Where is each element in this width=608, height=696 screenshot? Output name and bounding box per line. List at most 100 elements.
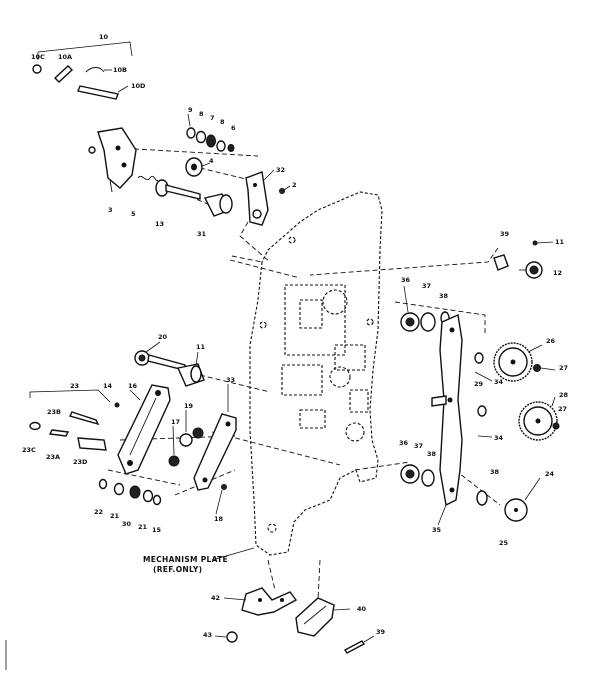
lower-pulley-stack [400, 464, 435, 487]
part-39-top [493, 254, 509, 271]
part-20-shaft [134, 350, 186, 371]
part-26-gear [493, 342, 533, 382]
assembly-lines [107, 147, 501, 601]
part-25-disc [504, 498, 528, 522]
part-27-nut-lower [552, 422, 560, 430]
callout: 6 [231, 124, 236, 132]
callout: 35 [432, 526, 442, 534]
part-31-roller [203, 193, 233, 217]
callout: 11 [196, 343, 206, 351]
callout: 37 [414, 442, 423, 450]
plate-caption-line1: MECHANISM PLATE [143, 555, 228, 564]
washer-stack-bottom [98, 478, 162, 506]
part-38-washer [476, 490, 488, 506]
part-27-nut-upper [533, 364, 541, 372]
part-18-screw [221, 484, 227, 490]
callout: 28 [559, 391, 569, 399]
callout: 32 [276, 166, 285, 174]
callout: 10C [31, 53, 45, 61]
callout: 21 [110, 512, 120, 520]
callout-labels: 10 10C 10A 10B 10D 9 8 7 8 6 4 3 5 13 31… [22, 33, 569, 639]
part-11-screw [532, 240, 554, 246]
callout: 7 [210, 114, 215, 122]
part-28-gear [518, 401, 558, 441]
part-17-19-washers [168, 427, 204, 467]
callout: 23D [73, 458, 88, 466]
callout: 10 [99, 33, 109, 41]
callout: 39 [500, 230, 510, 238]
part-29-washers [474, 352, 487, 417]
callout: 8 [220, 118, 225, 126]
callout: 10D [131, 82, 146, 90]
callout: 29 [474, 380, 484, 388]
part-group-23 [29, 389, 111, 451]
callout: 23C [22, 446, 36, 454]
callout: 34 [494, 378, 504, 386]
callout: 21 [138, 523, 148, 531]
callout: 42 [211, 594, 220, 602]
part-35-bracket [431, 313, 463, 507]
part-13-shaft [155, 179, 201, 200]
callout: 23A [46, 453, 60, 461]
washer-stack-top [186, 127, 235, 152]
callout: 25 [499, 539, 509, 547]
callout: 33 [226, 376, 235, 384]
part-32-link [245, 171, 269, 226]
callout: 26 [546, 337, 556, 345]
callout: 27 [558, 405, 567, 413]
callout: 38 [439, 292, 449, 300]
callout: 39 [376, 628, 386, 636]
plate-caption-line2: (REF.ONLY) [153, 565, 202, 574]
callout: 19 [184, 402, 194, 410]
part-16-arm [117, 384, 171, 475]
part-39-screw [343, 635, 375, 654]
callout: 23 [70, 382, 79, 390]
callout: 13 [155, 220, 164, 228]
callout: 16 [128, 382, 138, 390]
callout: 10A [58, 53, 72, 61]
part-33-link [193, 413, 237, 491]
callout: 14 [103, 382, 113, 390]
callout: 38 [427, 450, 437, 458]
callout: 40 [357, 605, 367, 613]
part-2-screw [279, 185, 291, 194]
callout: 11 [555, 238, 565, 246]
part-14-pin [114, 402, 120, 408]
callout: 38 [490, 468, 500, 476]
callout: 2 [292, 181, 297, 189]
callout: 24 [545, 470, 555, 478]
callout-leaders [129, 113, 556, 638]
callout: 8 [199, 110, 204, 118]
callout: 23B [47, 408, 61, 416]
callout: 43 [203, 631, 212, 639]
part-group-10 [32, 41, 133, 100]
callout: 17 [171, 418, 180, 426]
callout: 18 [214, 515, 224, 523]
callout: 27 [559, 364, 568, 372]
callout: 9 [188, 106, 193, 114]
part-3-bracket [88, 127, 137, 193]
part-43-nut [226, 631, 238, 643]
callout: 10B [113, 66, 127, 74]
callout: 36 [399, 439, 409, 447]
callout: 31 [197, 230, 207, 238]
part-4-bushing [185, 157, 203, 177]
callout: 5 [131, 210, 136, 218]
plate-caption: MECHANISM PLATE (REF.ONLY) [143, 555, 228, 574]
callout: 34 [494, 434, 504, 442]
callout: 4 [209, 157, 214, 165]
callout: 22 [94, 508, 103, 516]
part-5-spring [137, 175, 159, 182]
part-12-nut [525, 261, 543, 279]
callout: 20 [158, 333, 168, 341]
part-11-sleeve [177, 363, 205, 387]
callout: 36 [401, 276, 411, 284]
callout: 15 [152, 526, 162, 534]
callout: 37 [422, 282, 431, 290]
callout: 3 [108, 206, 113, 214]
part-42-bracket [241, 587, 298, 616]
callout: 30 [122, 520, 132, 528]
callout: 12 [553, 269, 562, 277]
mechanism-plate [249, 191, 383, 556]
